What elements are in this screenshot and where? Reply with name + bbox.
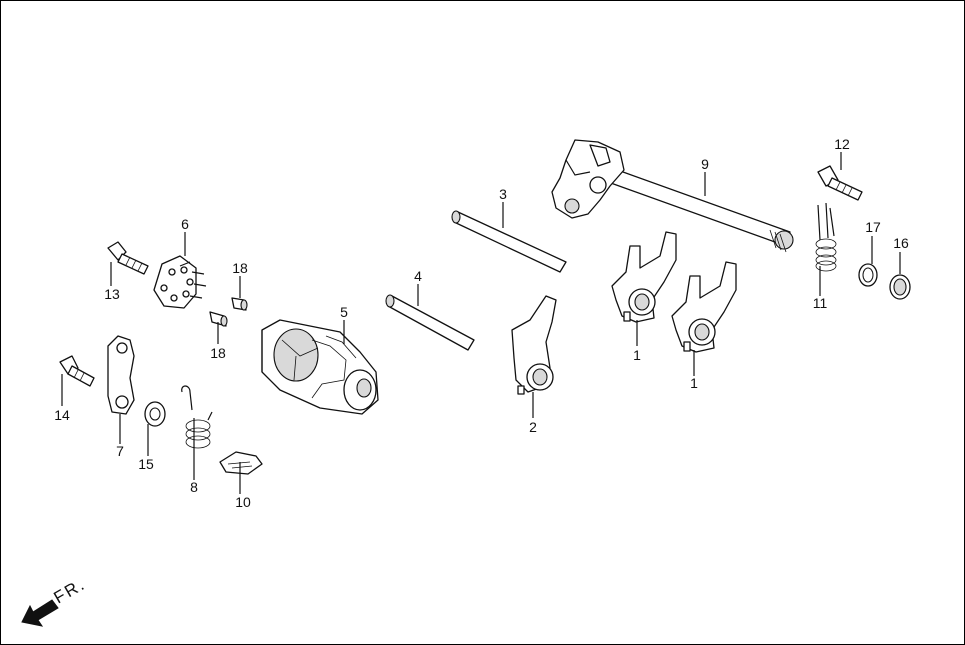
callout-15: 15 (138, 456, 154, 472)
front-direction-indicator: FR. (21, 574, 89, 627)
part-18-dowel-pin-upper (231, 297, 248, 311)
part-2-shift-fork (511, 295, 557, 395)
part-17-circlip (858, 263, 878, 287)
callout-14: 14 (54, 407, 70, 423)
callout-2: 2 (529, 419, 537, 435)
callout-17: 17 (865, 219, 881, 235)
part-1-shift-fork-upper (611, 231, 677, 323)
callout-5: 5 (340, 304, 348, 320)
callout-13: 13 (104, 286, 120, 302)
front-direction-label: FR. (51, 574, 89, 607)
part-10-collar (219, 451, 263, 475)
callout-6: 6 (181, 216, 189, 232)
part-15-washer (144, 401, 166, 427)
part-16-washer (889, 274, 911, 300)
callout-12: 12 (834, 136, 850, 152)
callout-3: 3 (499, 186, 507, 202)
part-5-shift-drum (261, 319, 379, 415)
part-18-dowel-pin-lower (209, 311, 228, 327)
callout-18-lower: 18 (210, 345, 226, 361)
callout-11: 11 (813, 295, 828, 311)
part-3-fork-shaft (451, 210, 567, 273)
callout-9: 9 (701, 156, 709, 172)
callout-4: 4 (414, 268, 422, 284)
callout-16: 16 (893, 235, 909, 251)
front-direction-arrow-icon (21, 599, 59, 627)
part-8-stopper-spring (181, 385, 213, 449)
part-6-drum-cam-plate (153, 255, 207, 309)
callout-18-upper: 18 (232, 260, 248, 276)
part-4-fork-shaft (385, 294, 475, 351)
part-14-bolt (59, 355, 95, 387)
leader-lines (61, 152, 901, 494)
callout-7: 7 (116, 443, 124, 459)
part-13-bolt (107, 241, 149, 275)
callout-1-lower: 1 (690, 375, 698, 391)
callout-10: 10 (235, 494, 251, 510)
part-11-return-spring (815, 202, 837, 272)
callout-1-upper: 1 (633, 347, 641, 363)
part-7-stopper-arm (107, 335, 135, 415)
callout-labels: 1 1 2 3 4 5 6 7 8 9 10 11 12 13 14 15 16… (54, 136, 909, 510)
part-1-shift-fork-lower (671, 261, 737, 353)
part-12-bolt (817, 165, 863, 201)
part-9-shift-spindle (551, 139, 794, 253)
callout-8: 8 (190, 479, 198, 495)
